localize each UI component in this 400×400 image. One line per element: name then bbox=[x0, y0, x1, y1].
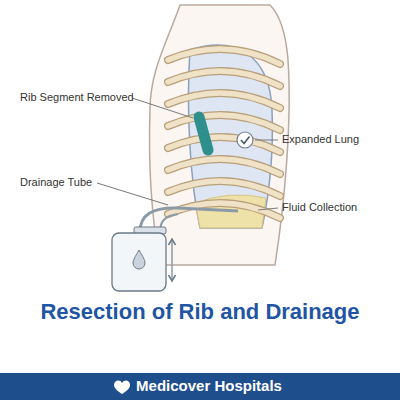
flow-arrow bbox=[169, 275, 176, 281]
leader-line bbox=[255, 140, 278, 141]
torso-outline bbox=[149, 5, 289, 265]
logo-icon bbox=[114, 381, 130, 394]
check-icon bbox=[237, 132, 253, 148]
flow-line bbox=[171, 240, 173, 280]
rib bbox=[168, 137, 280, 152]
rib bbox=[168, 181, 280, 196]
flow-arrow bbox=[169, 239, 176, 245]
removed-rib-segment bbox=[199, 117, 208, 150]
rib bbox=[168, 115, 280, 130]
title: Resection of Rib and Drainage bbox=[40, 299, 359, 325]
rib bbox=[168, 93, 280, 108]
leader-line bbox=[258, 208, 278, 210]
rib bbox=[168, 159, 280, 174]
part-label: Drainage Tube bbox=[20, 176, 92, 189]
rib bbox=[168, 159, 280, 174]
leader-line bbox=[132, 98, 193, 118]
drainage-bag bbox=[112, 233, 166, 291]
rib bbox=[168, 71, 280, 86]
part-label: Fluid Collection bbox=[282, 201, 357, 214]
rib bbox=[168, 71, 280, 86]
leader-line bbox=[97, 183, 168, 205]
part-label: Rib Segment Removed bbox=[20, 91, 134, 104]
drop-icon bbox=[133, 250, 145, 269]
rib-cage bbox=[168, 49, 280, 218]
rib bbox=[168, 137, 280, 152]
check-mark bbox=[241, 137, 250, 144]
part-label: Expanded Lung bbox=[282, 133, 359, 146]
rib bbox=[168, 181, 280, 196]
rib bbox=[168, 115, 280, 130]
brand-name: Medicover Hospitals bbox=[136, 377, 282, 395]
rib bbox=[168, 49, 280, 64]
rib bbox=[168, 93, 280, 108]
rib bbox=[168, 49, 280, 64]
footer-bar bbox=[0, 373, 400, 400]
